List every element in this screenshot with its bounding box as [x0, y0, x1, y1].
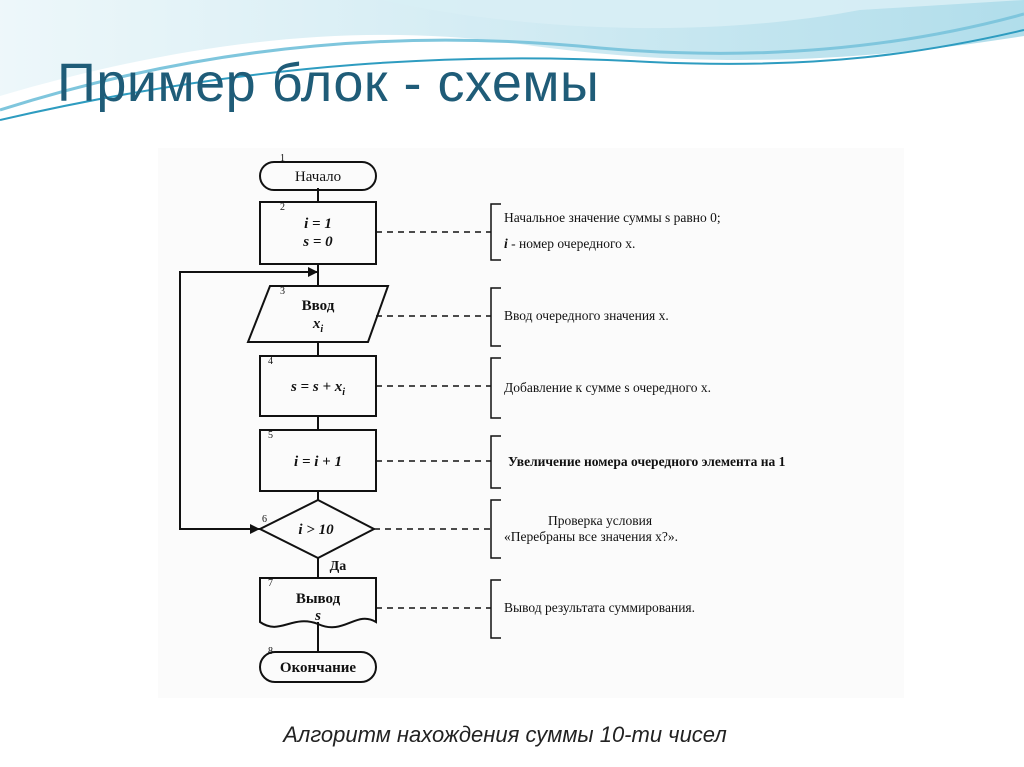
init-process-block [259, 201, 377, 265]
comment-2: Ввод очередного значения x. [504, 308, 669, 323]
condition-diamond [257, 498, 377, 560]
comment-1-line-1: Начальное значение суммы s равно 0; [504, 210, 721, 225]
sum-formula-subscript: i [342, 387, 345, 398]
input-parallelogram [246, 285, 390, 343]
block-number-8: 8 [268, 646, 273, 657]
slide-title: Пример блок - схемы [57, 53, 600, 113]
block-number-3: 3 [280, 286, 285, 297]
output-line-2: s [314, 608, 321, 624]
condition-formula: i > 10 [298, 522, 334, 538]
start-terminator [259, 161, 377, 191]
caption-text: Алгоритм нахождения суммы 10-ти чисел [283, 722, 727, 747]
init-line-1: i = 1 [304, 216, 332, 232]
sum-formula: s = s + x [290, 379, 343, 395]
end-terminator [259, 651, 377, 683]
svg-text:xi: xi [312, 316, 324, 335]
yes-branch-label: Да [330, 559, 347, 574]
figure-caption: Алгоритм нахождения суммы 10-ти чисел [0, 722, 1024, 748]
svg-text:s = s + xi: s = s + xi [290, 379, 345, 398]
output-line-1: Вывод [296, 591, 341, 607]
flowchart-figure: 1 2 3 4 5 6 7 8 Начало i = 1 s = 0 Ввод … [158, 148, 904, 698]
svg-text:i - номер очередного x.: i - номер очередного x. [504, 236, 635, 251]
end-label: Окончание [280, 660, 356, 676]
input-line-2-subscript: i [320, 324, 323, 335]
comment-5-line-2: «Перебраны все значения x?». [504, 529, 678, 544]
init-line-2: s = 0 [302, 234, 333, 250]
comment-5-line-1: Проверка условия [548, 513, 652, 528]
comment-3: Добавление к сумме s очередного x. [504, 380, 711, 395]
comment-4: Увеличение номера очередного элемента на… [508, 454, 786, 469]
block-number-7: 7 [268, 578, 273, 589]
block-number-5: 5 [268, 430, 273, 441]
input-line-2: x [312, 316, 321, 332]
comment-1-line-2: - номер очередного x. [508, 236, 636, 251]
input-line-1: Ввод [302, 298, 335, 314]
start-label: Начало [295, 169, 341, 185]
block-number-4: 4 [268, 356, 273, 367]
block-number-2: 2 [280, 202, 285, 213]
block-number-6: 6 [262, 514, 267, 525]
increment-formula: i = i + 1 [294, 454, 342, 470]
block-number-1: 1 [280, 153, 285, 164]
output-document-block [259, 577, 377, 629]
header-wave-decoration [0, 0, 1024, 121]
comment-6: Вывод результата суммирования. [504, 600, 695, 615]
comment-1-var: i [504, 236, 508, 251]
